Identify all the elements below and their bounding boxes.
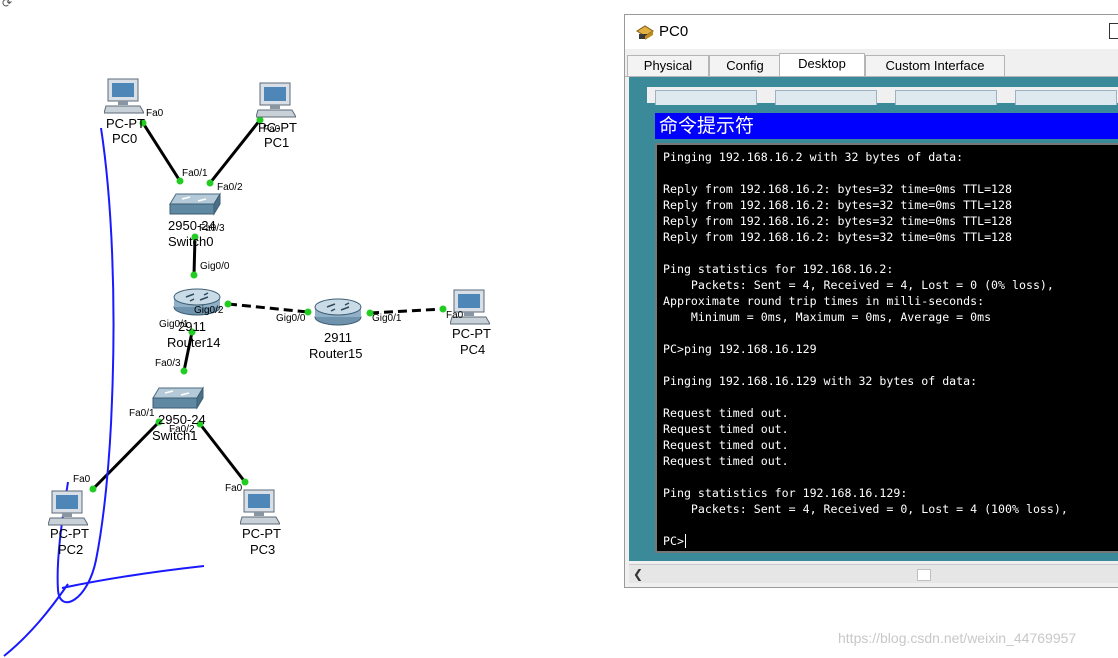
desktop-panel: 命令提示符 Pinging 192.168.16.2 with 32 bytes… bbox=[629, 77, 1118, 561]
topology-links bbox=[3, 116, 447, 657]
cmd-line: Packets: Sent = 4, Received = 0, Lost = … bbox=[663, 502, 1068, 516]
topology-canvas[interactable]: PC-PT PC0 PC-PT PC1 2950-24 Switch0 2911… bbox=[0, 0, 620, 658]
port-label: Fa0/1 bbox=[182, 168, 208, 179]
switch0-icon[interactable] bbox=[168, 192, 222, 218]
pc4-name-label: PC4 bbox=[460, 342, 486, 357]
cmd-line: PC>ping 192.168.16.129 bbox=[663, 342, 817, 356]
link-pc1-switch0[interactable] bbox=[208, 119, 262, 184]
packet-tracer-pc-icon bbox=[636, 25, 654, 40]
desktop-app-icon[interactable] bbox=[895, 90, 997, 105]
port-status-lights bbox=[89, 116, 447, 493]
cmd-line: Reply from 192.168.16.2: bytes=32 time=0… bbox=[663, 198, 1013, 212]
cmd-line: Reply from 192.168.16.2: bytes=32 time=0… bbox=[663, 214, 1013, 228]
cmd-line: Pinging 192.168.16.129 with 32 bytes of … bbox=[663, 374, 978, 388]
cmd-line: Request timed out. bbox=[663, 454, 789, 468]
cmd-line: Approximate round trip times in milli-se… bbox=[663, 294, 985, 308]
router15-icon[interactable] bbox=[313, 297, 363, 327]
window-title: PC0 bbox=[659, 23, 689, 40]
port-label: Fa0/3 bbox=[155, 358, 181, 369]
desktop-app-icon[interactable] bbox=[655, 90, 757, 105]
pc0-name-label: PC0 bbox=[112, 131, 138, 146]
link-switch1-pc2[interactable] bbox=[91, 420, 161, 491]
pc2-name-label: PC2 bbox=[58, 542, 84, 557]
port-label: Fa0/2 bbox=[169, 424, 195, 435]
port-label: Fa0 bbox=[446, 310, 464, 321]
cmd-line: Reply from 192.168.16.2: bytes=32 time=0… bbox=[663, 230, 1013, 244]
desktop-app-icon[interactable] bbox=[1015, 90, 1117, 105]
tab-divider bbox=[625, 76, 1118, 77]
pc3-model-label: PC-PT bbox=[242, 526, 281, 541]
port-label: Gig0/0 bbox=[200, 261, 230, 272]
cmd-line: PC> bbox=[663, 534, 684, 548]
port-label: Fa0 bbox=[225, 483, 243, 494]
cmd-line: Ping statistics for 192.168.16.2: bbox=[663, 262, 894, 276]
annotation-stroke bbox=[3, 127, 205, 657]
pc1-model-label: PC-PT bbox=[258, 120, 297, 135]
port-label: Fa0/2 bbox=[217, 182, 243, 193]
port-label: Fa0 bbox=[263, 124, 281, 135]
window-titlebar[interactable]: PC0 bbox=[625, 15, 1118, 49]
cmd-line: Request timed out. bbox=[663, 438, 789, 452]
command-prompt-title: 命令提示符 bbox=[655, 113, 1118, 139]
tab-desktop[interactable]: Desktop bbox=[779, 53, 865, 77]
port-label: Gig0/1 bbox=[159, 319, 189, 330]
switch1-model-label: 2950-24 bbox=[158, 412, 206, 427]
router15-model-label: 2911 bbox=[324, 330, 352, 345]
tab-physical[interactable]: Physical bbox=[627, 55, 709, 76]
link-switch0-router14[interactable] bbox=[192, 236, 197, 276]
port-label: Fa0 bbox=[73, 474, 91, 485]
pc3-name-label: PC3 bbox=[250, 542, 276, 557]
pc0-model-label: PC-PT bbox=[106, 116, 145, 131]
port-label: Fa0/1 bbox=[129, 408, 155, 419]
desktop-app-icon[interactable] bbox=[775, 90, 877, 105]
pc4-icon[interactable] bbox=[450, 289, 490, 327]
cmd-line: Request timed out. bbox=[663, 406, 789, 420]
port-label: Fa0/3 bbox=[199, 223, 225, 234]
desktop-app-icons bbox=[647, 87, 1118, 105]
maximize-icon[interactable] bbox=[1109, 23, 1118, 39]
link-router14-switch1[interactable] bbox=[182, 331, 194, 372]
horizontal-scrollbar[interactable]: ❮ bbox=[629, 564, 1118, 583]
switch1-icon[interactable] bbox=[151, 386, 205, 412]
scrollbar-thumb[interactable] bbox=[917, 569, 931, 581]
cmd-line: Packets: Sent = 4, Received = 4, Lost = … bbox=[663, 278, 1054, 292]
cmd-line: Ping statistics for 192.168.16.129: bbox=[663, 486, 908, 500]
pc0-window[interactable]: PC0 Physical Config Desktop Custom Inter… bbox=[624, 14, 1118, 588]
switch0-name-label: Switch0 bbox=[168, 234, 214, 249]
watermark-text: https://blog.csdn.net/weixin_44769957 bbox=[838, 630, 1077, 646]
port-label: Gig0/1 bbox=[372, 313, 402, 324]
link-router14-router15[interactable] bbox=[227, 302, 309, 314]
router14-model-label: 2911 bbox=[178, 319, 206, 334]
corner-mark-glyph: ⟳ bbox=[2, 0, 13, 10]
cmd-line: Reply from 192.168.16.2: bytes=32 time=0… bbox=[663, 182, 1013, 196]
link-pc0-switch0[interactable] bbox=[141, 122, 182, 182]
switch0-model-label: 2950-24 bbox=[168, 218, 216, 233]
pc3-icon[interactable] bbox=[240, 489, 280, 527]
switch1-name-label: Switch1 bbox=[152, 428, 198, 443]
port-label: Gig0/2 bbox=[194, 305, 224, 316]
text-caret bbox=[685, 534, 687, 548]
cmd-line: Minimum = 0ms, Maximum = 0ms, Average = … bbox=[663, 310, 992, 324]
pc0-icon[interactable] bbox=[104, 78, 144, 116]
router14-name-label: Router14 bbox=[167, 335, 221, 350]
port-label: Fa0 bbox=[146, 108, 164, 119]
pc1-name-label: PC1 bbox=[264, 135, 290, 150]
command-prompt-output[interactable]: Pinging 192.168.16.2 with 32 bytes of da… bbox=[655, 143, 1118, 553]
cmd-line: Request timed out. bbox=[663, 422, 789, 436]
scroll-left-arrow-icon[interactable]: ❮ bbox=[632, 567, 644, 581]
pc1-icon[interactable] bbox=[256, 82, 296, 120]
pc2-icon[interactable] bbox=[48, 490, 88, 528]
tab-config[interactable]: Config bbox=[709, 55, 781, 76]
tab-custom-interface[interactable]: Custom Interface bbox=[865, 55, 1005, 76]
pc4-model-label: PC-PT bbox=[452, 326, 491, 341]
link-router15-pc4[interactable] bbox=[369, 307, 444, 315]
router14-icon[interactable] bbox=[172, 287, 222, 317]
pc2-model-label: PC-PT bbox=[50, 526, 89, 541]
router15-name-label: Router15 bbox=[309, 346, 363, 361]
cmd-line: Pinging 192.168.16.2 with 32 bytes of da… bbox=[663, 150, 964, 164]
link-switch1-pc3[interactable] bbox=[198, 423, 247, 483]
tab-bar: Physical Config Desktop Custom Interface bbox=[625, 53, 1118, 77]
port-label: Gig0/0 bbox=[276, 313, 306, 324]
